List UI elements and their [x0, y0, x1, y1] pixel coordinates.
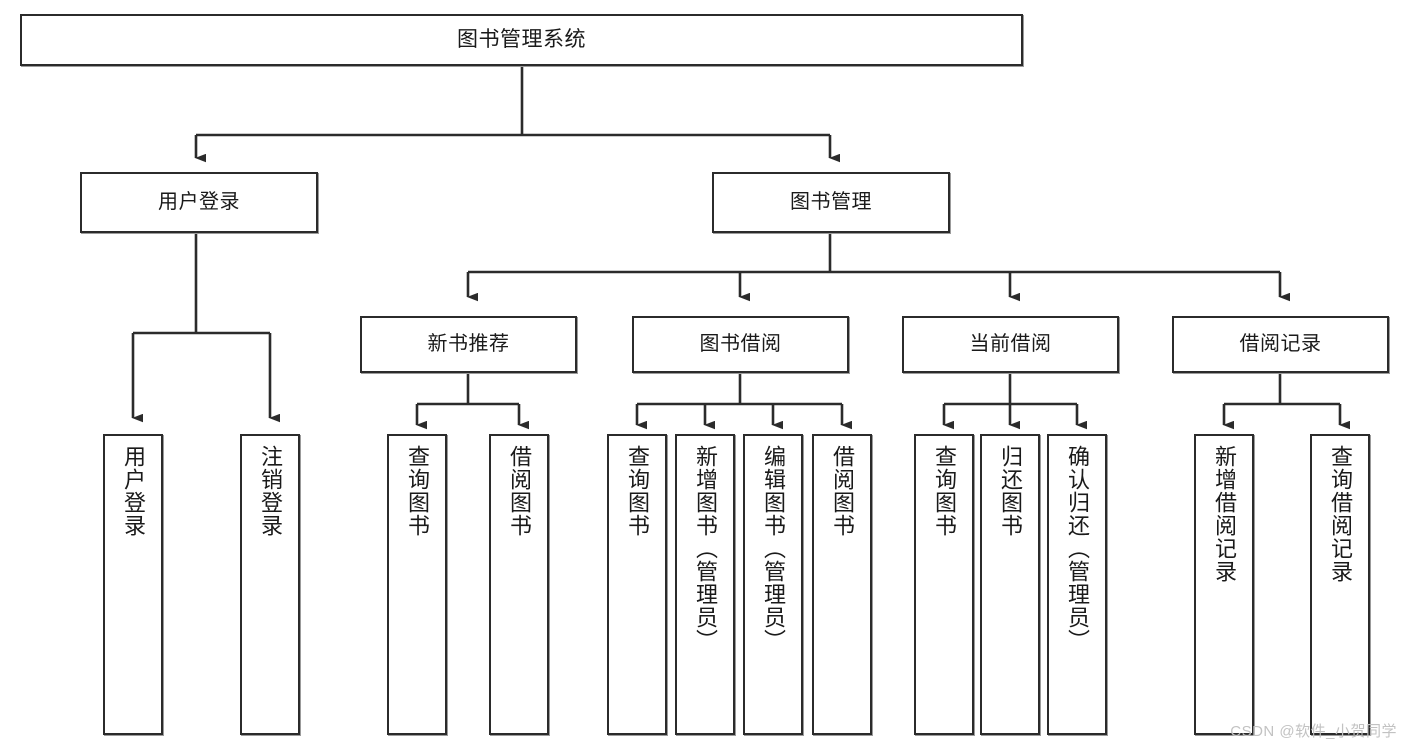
node-leaf-user-logout[interactable]: 注销登录 [240, 434, 300, 735]
node-new-book-recommend-label: 新书推荐 [427, 332, 510, 355]
node-current-borrow[interactable]: 当前借阅 [902, 316, 1119, 373]
node-user-login-label: 用户登录 [158, 190, 240, 213]
node-book-borrow-label: 图书借阅 [699, 332, 782, 355]
node-new-book-recommend[interactable]: 新书推荐 [360, 316, 577, 373]
node-leaf-query-book-3-label: 查询图书 [931, 445, 957, 537]
node-leaf-return-book[interactable]: 归还图书 [980, 434, 1040, 735]
node-leaf-borrow-book-2[interactable]: 借阅图书 [812, 434, 872, 735]
node-leaf-return-book-label: 归还图书 [997, 445, 1023, 537]
node-leaf-add-record-label: 新增借阅记录 [1211, 445, 1237, 583]
node-leaf-user-login[interactable]: 用户登录 [103, 434, 163, 735]
node-leaf-query-record[interactable]: 查询借阅记录 [1310, 434, 1370, 735]
node-leaf-borrow-book-1-label: 借阅图书 [506, 445, 532, 537]
node-book-borrow[interactable]: 图书借阅 [632, 316, 849, 373]
node-leaf-query-book-1[interactable]: 查询图书 [387, 434, 447, 735]
node-root[interactable]: 图书管理系统 [20, 14, 1023, 66]
node-leaf-edit-book-label: 编辑图书（管理员） [760, 445, 786, 652]
node-leaf-confirm-return-label: 确认归还（管理员） [1064, 445, 1090, 652]
node-leaf-query-book-1-label: 查询图书 [404, 445, 430, 537]
node-borrow-record[interactable]: 借阅记录 [1172, 316, 1389, 373]
node-leaf-user-login-label: 用户登录 [120, 445, 146, 537]
node-root-label: 图书管理系统 [457, 27, 586, 51]
node-leaf-query-book-2[interactable]: 查询图书 [607, 434, 667, 735]
node-leaf-confirm-return[interactable]: 确认归还（管理员） [1047, 434, 1107, 735]
node-leaf-add-book[interactable]: 新增图书（管理员） [675, 434, 735, 735]
node-user-login[interactable]: 用户登录 [80, 172, 318, 233]
node-leaf-query-record-label: 查询借阅记录 [1327, 445, 1353, 583]
node-leaf-borrow-book-2-label: 借阅图书 [829, 445, 855, 537]
node-leaf-add-record[interactable]: 新增借阅记录 [1194, 434, 1254, 735]
node-leaf-user-logout-label: 注销登录 [257, 445, 283, 537]
node-leaf-borrow-book-1[interactable]: 借阅图书 [489, 434, 549, 735]
node-book-manage[interactable]: 图书管理 [712, 172, 950, 233]
node-leaf-query-book-3[interactable]: 查询图书 [914, 434, 974, 735]
node-borrow-record-label: 借阅记录 [1239, 332, 1322, 355]
node-leaf-query-book-2-label: 查询图书 [624, 445, 650, 537]
node-leaf-add-book-label: 新增图书（管理员） [692, 445, 718, 652]
node-book-manage-label: 图书管理 [790, 190, 872, 213]
node-current-borrow-label: 当前借阅 [969, 332, 1052, 355]
node-leaf-edit-book[interactable]: 编辑图书（管理员） [743, 434, 803, 735]
